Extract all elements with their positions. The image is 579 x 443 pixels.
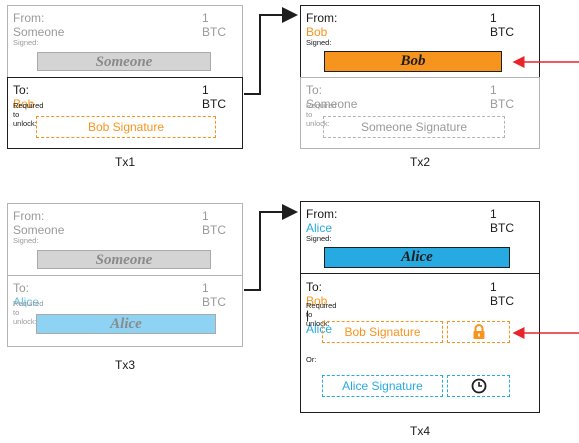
from-label: From:	[13, 11, 45, 25]
arrow-tx3-to-tx4	[244, 204, 298, 291]
clock-icon	[471, 378, 486, 394]
tx2-to-amount: 1 BTC	[490, 83, 514, 111]
tx4-to: To: Bob | Alice	[306, 280, 332, 336]
tx3-signed-label: Signed:	[13, 236, 39, 245]
arrow-tx1-to-tx2	[244, 7, 298, 95]
tx1-to-amount: 1 BTC	[202, 83, 226, 111]
tx4-required-signature-alice: Alice Signature	[322, 375, 443, 397]
tx3-required-signature: Alice	[36, 314, 216, 334]
from-name: Bob	[306, 25, 328, 39]
tx3-signature: Someone	[37, 250, 211, 269]
to-label: To:	[13, 281, 30, 295]
tx1-from-amount: 1 BTC	[202, 11, 226, 39]
tx1-required-signature: Bob Signature	[36, 116, 216, 138]
to-name-alice: Alice	[306, 322, 333, 336]
to-name: Someone	[306, 97, 358, 111]
from-name: Someone	[13, 223, 65, 237]
to-label: To:	[306, 280, 323, 294]
tx3-to-amount: 1 BTC	[202, 281, 226, 309]
tx2-output-box	[300, 77, 540, 149]
tx1-from: From: Someone	[13, 11, 64, 39]
tx2-required-signature: Someone Signature	[323, 116, 505, 138]
tx4-signed-label: Signed:	[306, 234, 332, 243]
from-name: Someone	[13, 25, 65, 39]
tx3-caption: Tx3	[114, 358, 135, 372]
tx3-to: To: Alice	[13, 281, 39, 309]
tx4-timelock-clock-box	[447, 375, 510, 397]
tx2-from: From: Bob	[306, 11, 337, 39]
from-label: From:	[306, 207, 338, 221]
tx4-signature: Alice	[324, 247, 510, 268]
tx3-from: From: Someone	[13, 209, 64, 237]
to-name-bob: Bob	[306, 294, 328, 308]
tx1-output-box	[7, 77, 243, 149]
tx3-output-box	[7, 275, 243, 347]
from-label: From:	[13, 209, 45, 223]
tx1-caption: Tx1	[114, 155, 135, 169]
tx1-required-label: Required to unlock:	[13, 101, 44, 128]
tx4-required-signature-bob: Bob Signature	[322, 321, 443, 343]
tx2-from-amount: 1 BTC	[490, 11, 514, 39]
to-label: To:	[306, 83, 323, 97]
tx4-timelock-lock-box	[447, 321, 510, 343]
tx3-from-amount: 1 BTC	[202, 209, 226, 237]
tx2-signed-label: Signed:	[306, 38, 332, 47]
tx2-caption: Tx2	[409, 155, 430, 169]
tx4-from-amount: 1 BTC	[490, 207, 514, 235]
tx3-required-label: Required to unlock:	[13, 299, 44, 326]
tx4-from: From: Alice	[306, 207, 337, 235]
lock-icon	[473, 324, 484, 339]
tx4-output-box	[300, 273, 540, 413]
tx1-signed-label: Signed:	[13, 38, 39, 47]
tx2-required-label: Required to unlock:	[306, 101, 337, 128]
tx1-signature: Someone	[37, 52, 211, 71]
to-name: Bob	[13, 97, 35, 111]
from-label: From:	[306, 11, 338, 25]
to-separator: |	[306, 308, 310, 322]
to-label: To:	[13, 83, 30, 97]
tx4-caption: Tx4	[409, 424, 430, 438]
tx4-or-label: Or:	[306, 355, 317, 364]
tx4-to-amount: 1 BTC	[490, 280, 514, 308]
to-name: Alice	[13, 295, 40, 309]
tx2-signature: Bob	[324, 51, 502, 72]
tx2-to: To: Someone	[306, 83, 357, 111]
from-name: Alice	[306, 221, 333, 235]
tx4-required-label: Required to unlock:	[306, 301, 337, 328]
tx1-to: To: Bob	[13, 83, 34, 111]
